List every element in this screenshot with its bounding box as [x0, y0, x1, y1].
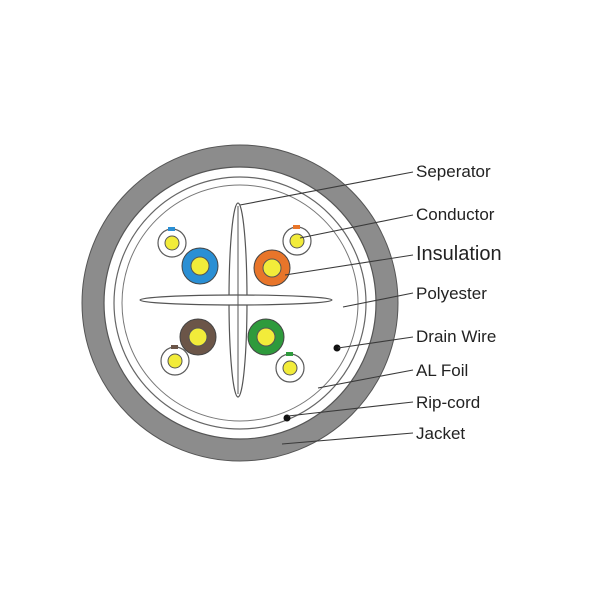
- al-foil-label: AL Foil: [416, 361, 468, 380]
- jacket-leader: [281, 432, 414, 445]
- rip-cord-label: Rip-cord: [416, 393, 480, 412]
- brown-conductor: [188, 327, 208, 347]
- orange-stripe: [293, 225, 300, 229]
- polyester-leader: [342, 292, 414, 308]
- brown-stripe: [171, 345, 178, 349]
- green-stripe: [286, 352, 293, 356]
- blue-white-conductor: [164, 235, 180, 251]
- polyester-label: Polyester: [416, 284, 487, 303]
- green-pair: [247, 318, 305, 383]
- drain-wire-dot: [333, 344, 341, 352]
- brown-pair: [160, 318, 217, 376]
- green-white-conductor: [282, 360, 298, 376]
- blue-conductor: [190, 256, 210, 276]
- rip-cord-leader: [287, 401, 414, 417]
- conductor-leader: [299, 214, 414, 239]
- drain-wire-label: Drain Wire: [416, 327, 496, 346]
- jacket-label: Jacket: [416, 424, 465, 443]
- orange-white-conductor: [289, 233, 305, 249]
- separator-leader: [239, 171, 414, 206]
- orange-pair: [253, 225, 312, 287]
- conductor-label: Conductor: [416, 205, 495, 224]
- insulation-leader: [284, 254, 414, 276]
- blue-stripe: [168, 227, 175, 231]
- brown-white-conductor: [167, 353, 183, 369]
- insulation-label: Insulation: [416, 243, 502, 265]
- al-foil-leader: [317, 369, 414, 389]
- separator-horizontal: [139, 294, 333, 306]
- drain-wire-leader: [337, 336, 414, 349]
- al-foil-ring: [113, 176, 367, 430]
- green-conductor: [256, 327, 276, 347]
- blue-pair: [157, 227, 219, 285]
- orange-conductor: [262, 258, 282, 278]
- separator-label: Seperator: [416, 162, 491, 181]
- polyester-ring: [121, 184, 359, 422]
